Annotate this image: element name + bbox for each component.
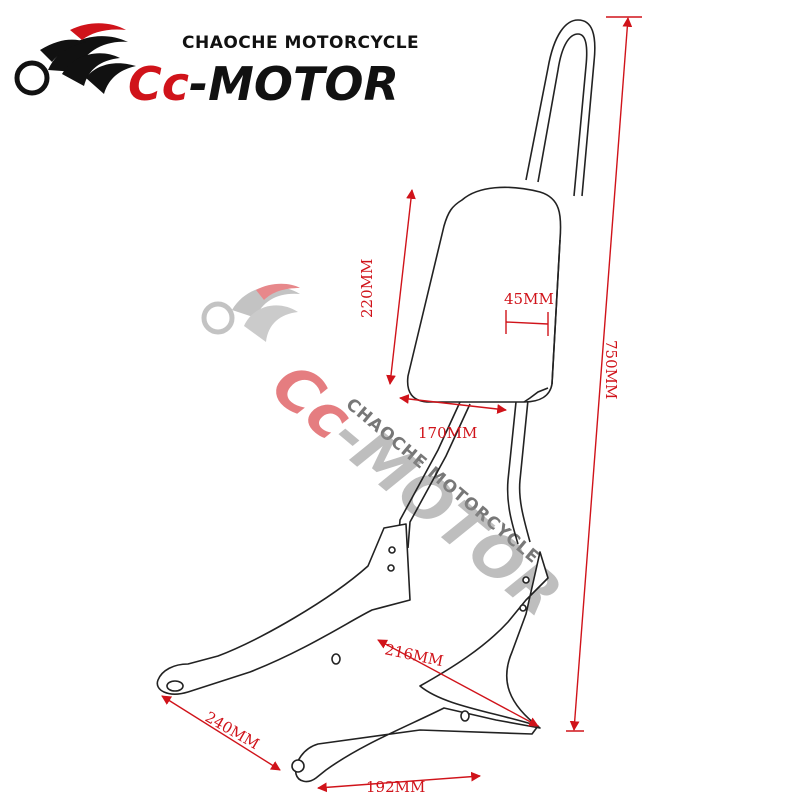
bottom-span-label: 192MM [366, 778, 425, 796]
left-plate-bolt-icon [331, 653, 341, 665]
pad-thickness-label: 45MM [504, 290, 554, 308]
logo-name: Cc-MOTOR [128, 57, 399, 111]
plate-span-line [377, 639, 539, 727]
pad-width-label: 170MM [418, 424, 477, 442]
left-plate-hole-icon [166, 680, 184, 692]
left-plate-length-line [161, 695, 281, 771]
lower-bar-outer [518, 399, 531, 543]
bottom-span-line [317, 771, 481, 793]
watermark-emblem-icon [201, 283, 300, 342]
backrest-pad [406, 186, 562, 403]
pad-height-label: 220MM [358, 259, 376, 318]
left-side-plate [156, 523, 411, 695]
pad-height-line [386, 189, 416, 385]
right-plate-bolt-icon [460, 710, 470, 722]
right-plate-bolt-icon [519, 604, 527, 612]
logo-name-rest: -MOTOR [189, 57, 399, 111]
right-plate-hole-icon [291, 759, 305, 773]
logo-tagline: CHAOCHE MOTORCYCLE [182, 33, 419, 53]
cross-bar-inner [407, 403, 471, 549]
total-height-label: 750MM [602, 340, 620, 399]
plate-span-label: 216MM [383, 640, 445, 670]
pad-thickness-line [505, 321, 549, 325]
upright-loop-inner [537, 33, 588, 197]
lower-bar-inner [506, 401, 519, 545]
right-plate-bolt-icon [522, 576, 530, 584]
pad-width-line [399, 394, 507, 414]
left-plate-bolt-icon [388, 546, 396, 554]
sissy-bar [156, 19, 596, 783]
logo-name-red: Cc [128, 57, 189, 111]
left-plate-length-label: 240MM [202, 708, 262, 753]
upright-loop-outer [525, 19, 596, 197]
brand-logo: CHAOCHE MOTORCYCLE Cc-MOTOR [14, 23, 419, 111]
backrest-pad-edge [523, 239, 561, 403]
dimension-lines: 750MM 220MM 45MM 170MM 216MM 240MM 192MM [161, 16, 642, 796]
left-plate-bolt-icon [387, 564, 395, 572]
logo-emblem-icon [14, 23, 136, 96]
total-height-line [569, 17, 633, 731]
